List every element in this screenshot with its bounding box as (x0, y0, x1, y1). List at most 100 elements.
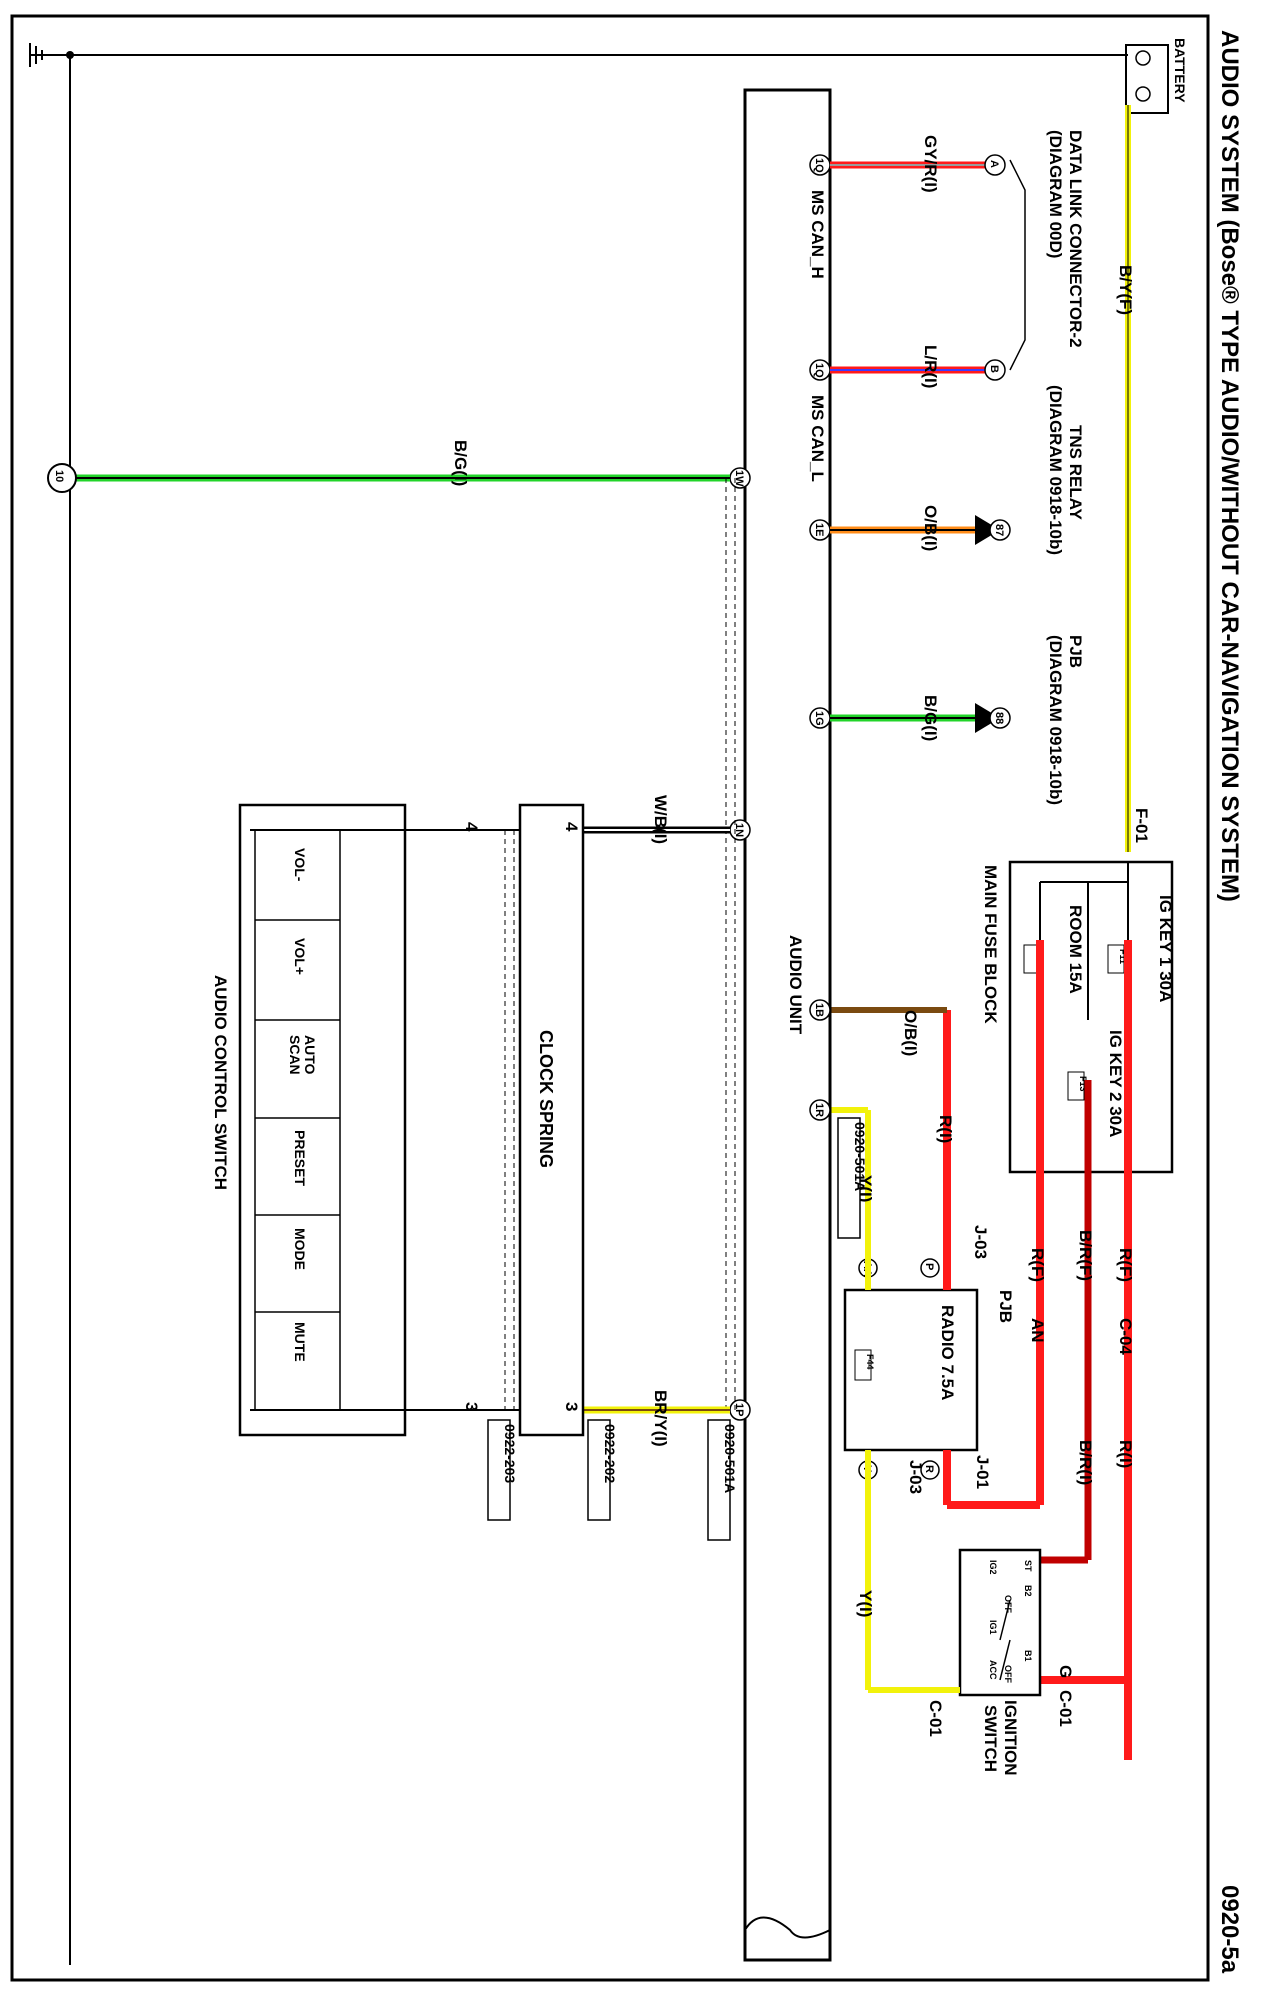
wire-label-r-f-a: R(F) (1028, 1248, 1047, 1282)
diagram-title: AUDIO SYSTEM (Bose® TYPE AUDIO/WITHOUT C… (1216, 30, 1243, 902)
clock-spring-label: CLOCK SPRING (536, 1030, 556, 1168)
ref-203: 0922-203 (502, 1424, 518, 1483)
pin-1q-b: 1Q (813, 363, 825, 378)
fuse-f44-tag: F44 (865, 1354, 875, 1370)
connector-f01: F-01 (1132, 808, 1151, 843)
ref-501a-b: 0920-501A (722, 1424, 738, 1493)
wire-label-lr-i: L/R(I) (921, 345, 940, 388)
dlc-label-1: DATA LINK CONNECTOR-2 (1066, 130, 1085, 348)
ign-pin-ig2: IG2 (988, 1560, 998, 1575)
connector-j01: J-01 (973, 1455, 992, 1489)
battery-plus-icon (1135, 86, 1151, 102)
wire-label-r-i-right: R(I) (1116, 1440, 1135, 1468)
audio-unit (743, 88, 832, 1962)
switch-mode: MODE (292, 1228, 308, 1270)
ign-pin-st: ST (1023, 1560, 1033, 1572)
ref-202: 0922-202 (602, 1424, 618, 1483)
audio-control-switch (238, 803, 407, 1437)
ign-pin-acc: ACC (988, 1660, 998, 1680)
wire-label-br-i: B/R(I) (1076, 1440, 1095, 1485)
wire-label-ob-i: O/B(I) (901, 1010, 920, 1056)
switch-vol-minus: VOL- (292, 848, 308, 882)
ground-junction (66, 51, 74, 59)
ref-501a-a: 0920-501A (852, 1122, 868, 1191)
pjb-label: PJB (996, 1290, 1015, 1323)
fuse-f11-label: IG KEY 1 30A (1156, 895, 1175, 1002)
wire-label-bg-i: B/G(I) (921, 695, 940, 741)
arrow-87-icon (975, 515, 1000, 545)
pin-1r: 1R (813, 1103, 825, 1117)
clock-spring (518, 803, 585, 1437)
connector-j03b: J-03 (906, 1460, 925, 1494)
pin-1b: 1B (813, 1003, 825, 1017)
wire-label-by-f: B/Y(F) (1116, 265, 1135, 315)
tns-label-1: TNS RELAY (1066, 425, 1085, 520)
switch-mute: MUTE (292, 1322, 308, 1362)
switch-ladder (255, 829, 340, 1313)
audio-unit-label: AUDIO UNIT (786, 935, 805, 1035)
connector-c01b: C-01 (926, 1700, 945, 1737)
wire-label-ob-i-top: O/B(I) (921, 505, 940, 551)
pin-1p: 1P (733, 1403, 745, 1416)
tns-label-2: (DIAGRAM 0918-10b) (1046, 385, 1065, 555)
page-code: 0920-5a (1216, 1885, 1243, 1974)
dlc-label-2: (DIAGRAM 00D) (1046, 130, 1065, 258)
pin-1w: 1W (733, 470, 745, 487)
signal-can-h: MS CAN_H (808, 190, 827, 279)
ignition-switch-label-1: IGNITION (1001, 1700, 1020, 1776)
main-fuse-block-label: MAIN FUSE BLOCK (981, 865, 1000, 1024)
fuse-f13-tag: F13 (1078, 1076, 1088, 1092)
arrow-88-icon (975, 703, 1000, 733)
pin-b: B (988, 365, 1000, 373)
ign-pin-ig1: IG1 (988, 1620, 998, 1635)
switch-auto: AUTO (302, 1035, 318, 1075)
page-frame (10, 14, 1210, 1982)
connector-j03a: J-03 (971, 1225, 990, 1259)
fuse-f31-label: ROOM 15A (1066, 905, 1085, 994)
ignition-switch (958, 1548, 1042, 1697)
battery-symbol (1125, 44, 1169, 114)
pin-1n: 1N (733, 823, 745, 837)
pin-a: A (988, 160, 1000, 168)
ignition-g-label: G (1056, 1665, 1075, 1678)
wire-label-gyr-i: GY/R(I) (921, 135, 940, 193)
ign-pin-off-a: OFF (1003, 1595, 1013, 1613)
pjb-ref-label-2: (DIAGRAM 0918-10b) (1046, 635, 1065, 805)
clock-spring-pin-3b: 3 (562, 1402, 581, 1411)
ignition-switch-label-2: SWITCH (981, 1705, 1000, 1772)
pin-1q-a: 1Q (813, 158, 825, 173)
wire-label-bry-i: BR/Y(I) (651, 1390, 670, 1447)
wire-label-r-f-b: R(F) (1116, 1248, 1135, 1282)
battery-label: BATTERY (1172, 38, 1188, 103)
switch-vol-plus: VOL+ (292, 938, 308, 975)
wire-label-br-f: B/R(F) (1076, 1230, 1095, 1281)
audio-switch-pin-4a: 4 (462, 822, 481, 832)
wire-label-r-i: R(I) (936, 1115, 955, 1143)
pin-p: P (923, 1263, 935, 1270)
pin-88: 88 (993, 712, 1005, 724)
wire-label-wb-i: W/B(I) (651, 795, 670, 844)
switch-scan: SCAN (287, 1035, 303, 1075)
ground-symbol-icon (29, 43, 43, 67)
battery-minus-icon (1135, 50, 1151, 66)
wire-label-an: AN (1028, 1318, 1047, 1343)
pin-1g: 1G (813, 711, 825, 726)
ign-pin-off-b: OFF (1003, 1665, 1013, 1683)
dlc-bracket (1009, 159, 1026, 371)
connector-c04: C-04 (1116, 1318, 1135, 1355)
fuse-f13-label: IG KEY 2 30A (1106, 1030, 1125, 1137)
audio-control-switch-label: AUDIO CONTROL SWITCH (211, 975, 230, 1190)
signal-can-l: MS CAN_L (808, 395, 827, 482)
pin-1e: 1E (813, 523, 825, 536)
wire-label-y-i-right: Y(I) (856, 1590, 875, 1617)
audio-unit-break (744, 1916, 831, 1939)
connector-c01a: C-01 (1056, 1690, 1075, 1727)
switch-preset: PRESET (292, 1130, 308, 1186)
ign-pin-b2: B2 (1023, 1585, 1033, 1597)
pin-r: R (923, 1465, 935, 1473)
wire-label-bg-i-ground: B/G(I) (451, 440, 470, 486)
ground-10: 10 (53, 470, 65, 482)
pjb-block (843, 1288, 979, 1452)
